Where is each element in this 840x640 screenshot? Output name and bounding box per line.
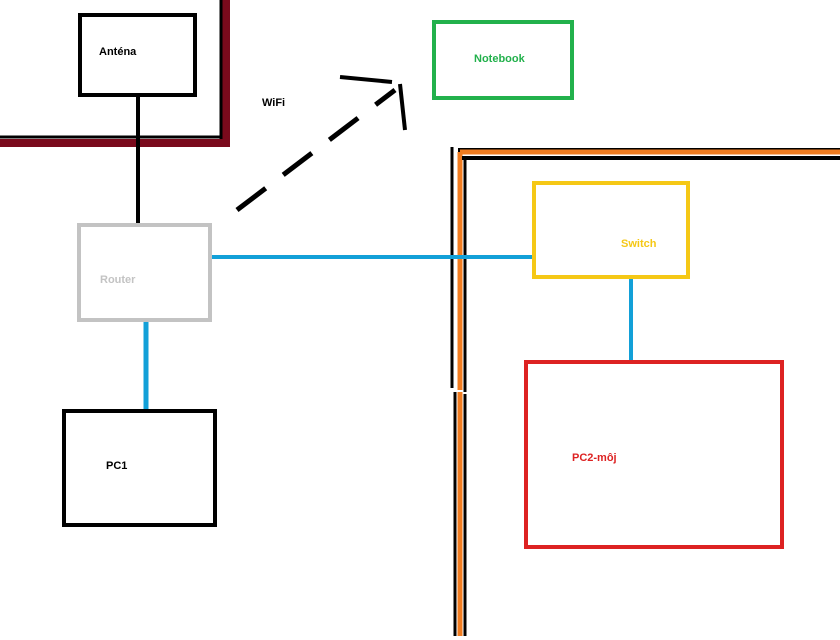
router-label: Router bbox=[100, 274, 136, 286]
pc1-label: PC1 bbox=[106, 460, 127, 472]
antena-node bbox=[78, 13, 197, 97]
pc2-node bbox=[524, 360, 784, 549]
notebook-node bbox=[432, 20, 574, 100]
switch-node bbox=[532, 181, 690, 279]
wifi-label: WiFi bbox=[262, 97, 285, 109]
wifi-arrow bbox=[235, 75, 407, 212]
pc2-label: PC2-môj bbox=[572, 452, 617, 464]
switch-label: Switch bbox=[621, 238, 657, 250]
wall-top-left bbox=[0, 0, 230, 147]
pc1-node bbox=[62, 409, 217, 527]
antena-label: Anténa bbox=[99, 46, 137, 58]
router-node bbox=[77, 223, 212, 322]
notebook-label: Notebook bbox=[474, 53, 526, 65]
wall-right bbox=[450, 147, 840, 636]
